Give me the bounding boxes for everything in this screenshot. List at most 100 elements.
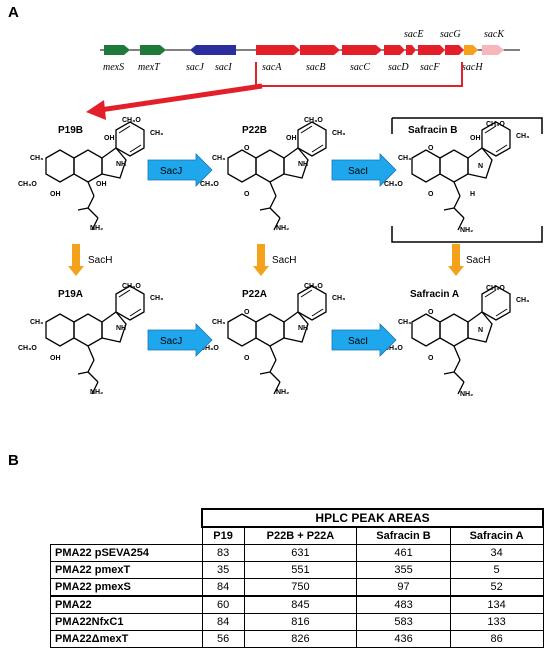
gene-label: sacE [404, 29, 423, 40]
panel-a-label: A [8, 4, 19, 21]
svg-text:CH₃O: CH₃O [18, 345, 37, 352]
safracin-b-box-bottom [391, 226, 543, 243]
svg-text:CH₃O: CH₃O [122, 117, 141, 124]
molecule-safracin-a [411, 285, 511, 395]
gene-sacI [214, 45, 236, 55]
gene-label: sacH [462, 62, 483, 73]
svg-text:NH₂: NH₂ [90, 389, 103, 396]
gene-sacA [256, 45, 300, 55]
svg-text:O: O [428, 309, 434, 316]
gene-label: sacD [388, 62, 409, 73]
biosynthesis-figure: mexS mexT sacJ sacI sacA sacB sacC sacD … [18, 29, 543, 398]
gene-sacG [445, 45, 464, 55]
svg-text:SacJ: SacJ [160, 336, 182, 347]
svg-text:OH: OH [50, 191, 61, 198]
safracin-b-box-top [392, 117, 543, 134]
gene-sacF [418, 45, 445, 55]
svg-text:SacH: SacH [88, 255, 112, 266]
column-header: Safracin A [449, 526, 544, 545]
svg-text:NH₂: NH₂ [276, 389, 289, 396]
column-header: P19 [201, 526, 245, 545]
svg-text:CH₃O: CH₃O [304, 283, 323, 290]
molecule-p19b [45, 121, 145, 231]
saci-arrow-top: SacI [331, 153, 397, 187]
svg-text:NH₂: NH₂ [276, 225, 289, 232]
gene-sacC [342, 45, 382, 55]
panel-b-label: B [8, 452, 19, 469]
svg-text:CH₃O: CH₃O [18, 181, 37, 188]
svg-text:NH: NH [116, 161, 126, 168]
svg-text:O: O [244, 355, 250, 362]
sacj-arrow-bottom: SacJ [147, 323, 213, 357]
gene-label: sacF [420, 62, 440, 73]
column-header: Safracin B [356, 526, 451, 545]
compound-safracin-a: Safracin A [410, 289, 459, 300]
column-header: P22B + P22A [243, 526, 358, 545]
svg-text:NH₂: NH₂ [460, 391, 473, 398]
gene-arrows [104, 45, 504, 55]
cluster-arrow-line [99, 83, 263, 113]
svg-text:SacH: SacH [466, 255, 490, 266]
svg-text:CH₃: CH₃ [398, 319, 411, 326]
svg-text:N: N [478, 327, 483, 334]
svg-text:SacI: SacI [348, 336, 368, 347]
svg-text:OH: OH [96, 181, 107, 188]
svg-text:O: O [428, 191, 434, 198]
svg-text:NH: NH [298, 161, 308, 168]
gene-sacD [384, 45, 405, 55]
svg-text:CH₃: CH₃ [212, 155, 225, 162]
svg-text:CH₃: CH₃ [332, 295, 345, 302]
gene-mexS [104, 45, 130, 55]
svg-text:CH₃O: CH₃O [384, 181, 403, 188]
svg-text:N: N [478, 163, 483, 170]
molecule-safracin-b [411, 121, 511, 231]
gene-label: sacB [306, 62, 325, 73]
svg-text:NH: NH [116, 325, 126, 332]
svg-text:CH₃: CH₃ [30, 155, 43, 162]
saci-arrow-bottom: SacI [331, 323, 397, 357]
gene-mexT [140, 45, 166, 55]
svg-text:SacJ: SacJ [160, 166, 182, 177]
molecule-p22a [227, 285, 327, 395]
compound-p22a: P22A [242, 289, 267, 300]
svg-text:OH: OH [50, 355, 61, 362]
gene-label: sacA [262, 62, 282, 73]
compound-p22b: P22B [242, 125, 267, 136]
svg-text:CH₃O: CH₃O [486, 121, 505, 128]
gene-sacB [300, 45, 340, 55]
gene-label: sacG [440, 29, 461, 40]
gene-sacE [406, 45, 416, 55]
cluster-arrowhead [86, 100, 106, 120]
gene-sacH [464, 45, 478, 55]
svg-text:H: H [470, 191, 475, 198]
svg-text:OH: OH [104, 135, 115, 142]
svg-text:OH: OH [286, 135, 297, 142]
svg-text:CH₃: CH₃ [212, 319, 225, 326]
gene-label: sacK [484, 29, 505, 40]
svg-text:O: O [244, 309, 250, 316]
compound-p19b: P19B [58, 125, 83, 136]
svg-text:CH₃O: CH₃O [304, 117, 323, 124]
svg-text:CH₃: CH₃ [332, 130, 345, 137]
svg-text:CH₃O: CH₃O [486, 285, 505, 292]
svg-text:O: O [244, 191, 250, 198]
compound-safracin-b: Safracin B [408, 125, 457, 136]
svg-text:CH₃: CH₃ [516, 133, 529, 140]
svg-text:CH₃: CH₃ [150, 130, 163, 137]
gene-sacJ [190, 45, 220, 55]
table-title: HPLC PEAK AREAS [201, 508, 544, 528]
svg-text:CH₃O: CH₃O [384, 345, 403, 352]
sach-arrow-1: SacH [68, 244, 112, 276]
svg-text:CH₃: CH₃ [516, 297, 529, 304]
molecule-p19a [45, 285, 145, 395]
svg-text:O: O [244, 145, 250, 152]
svg-text:CH₃: CH₃ [150, 295, 163, 302]
gene-label: sacC [350, 62, 370, 73]
gene-label: sacI [215, 62, 232, 73]
